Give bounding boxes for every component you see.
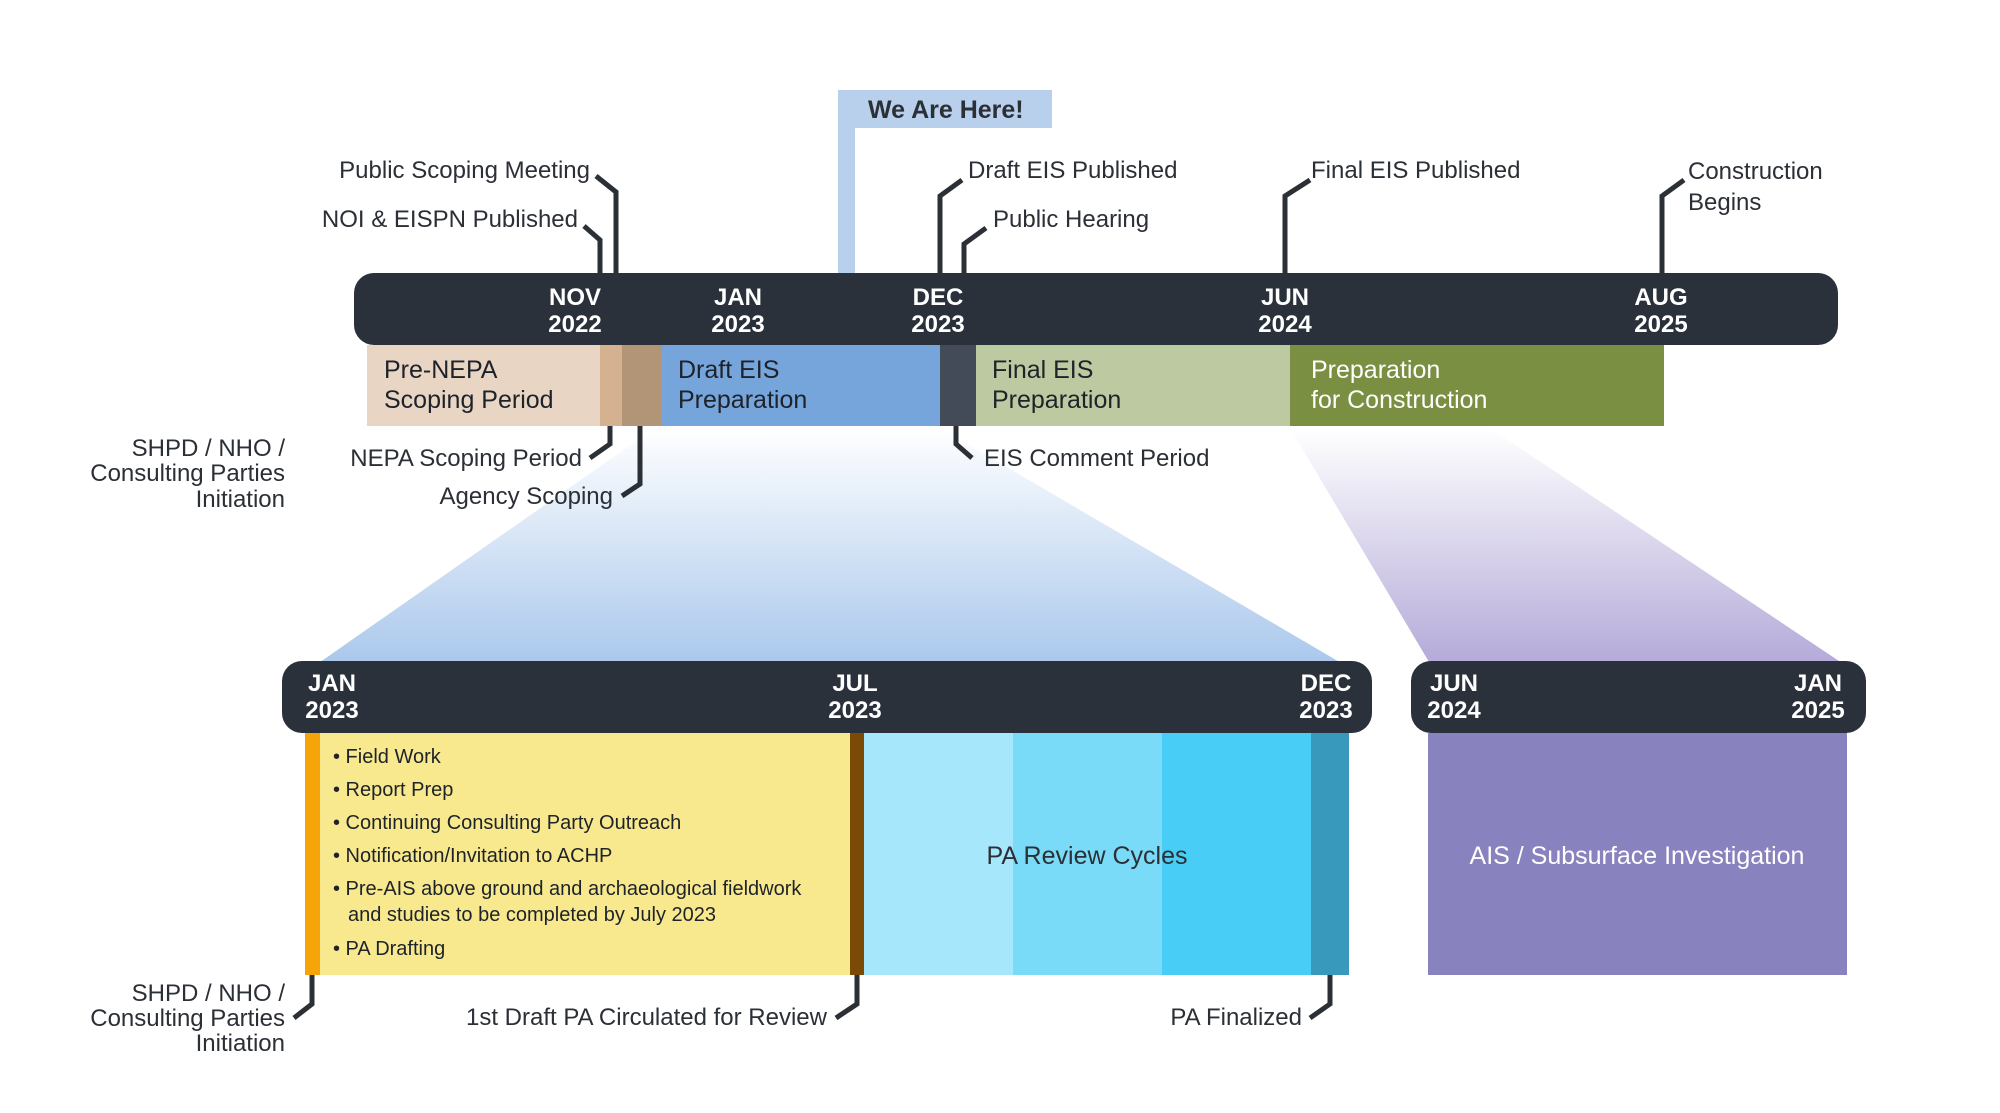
detail-prep-period xyxy=(320,733,850,975)
phase-eis-comment xyxy=(940,345,976,426)
tick-dec-month: DEC xyxy=(913,284,964,311)
leader-detail-shpd xyxy=(292,975,315,1020)
leader-final-eis xyxy=(1282,177,1312,276)
milestone-public-scoping-meeting: Public Scoping Meeting xyxy=(339,157,590,184)
phase-final-eis xyxy=(976,345,1290,426)
phase-construction-line1: Preparation xyxy=(1311,356,1440,384)
leader-nepa-scoping xyxy=(588,426,613,461)
detail-tick-dec-year: 2023 xyxy=(1299,697,1352,724)
phase-pre-nepa-line2: Scoping Period xyxy=(384,386,554,414)
milestone-public-hearing: Public Hearing xyxy=(993,206,1149,233)
tick-jan-month: JAN xyxy=(714,284,762,311)
shpd-top-line2: Consulting Parties xyxy=(90,460,285,487)
milestone-draft-eis-published: Draft EIS Published xyxy=(968,157,1177,184)
bullet-field-work: • Field Work xyxy=(333,746,442,768)
phase-draft-eis-line2: Preparation xyxy=(678,386,807,414)
bullet-pre-ais-2: and studies to be completed by July 2023 xyxy=(348,904,716,926)
leader-draft-eis xyxy=(937,177,964,276)
tick-aug-year: 2025 xyxy=(1634,311,1687,338)
detail-right-timeline-bar xyxy=(1411,661,1866,733)
detail-tick-jan-year: 2023 xyxy=(305,697,358,724)
bullet-pre-ais-1: • Pre-AIS above ground and archaeologica… xyxy=(333,878,802,900)
phase-draft-eis xyxy=(662,345,940,426)
zoom-projection-draft-eis xyxy=(313,428,1348,667)
review-cycle-2 xyxy=(1013,733,1162,975)
bullet-achp: • Notification/Invitation to ACHP xyxy=(333,845,612,867)
review-cycle-1 xyxy=(864,733,1013,975)
detail-tick-jul-month: JUL xyxy=(832,670,877,697)
review-cycle-3 xyxy=(1162,733,1311,975)
tick-jun-year: 2024 xyxy=(1258,311,1312,338)
shpd-top-line1: SHPD / NHO / xyxy=(132,435,286,462)
shpd-detail-line2: Consulting Parties xyxy=(90,1005,285,1032)
phase-agency-scoping xyxy=(622,345,662,426)
bullet-consulting-outreach: • Continuing Consulting Party Outreach xyxy=(333,812,681,834)
tick-jun-month: JUN xyxy=(1261,284,1309,311)
label-pa-finalized: PA Finalized xyxy=(1170,1004,1302,1031)
ais-subsurface-block xyxy=(1428,733,1847,975)
detail-tick-jun-month: JUN xyxy=(1430,670,1478,697)
detail-tick-jun-year: 2024 xyxy=(1427,697,1481,724)
tick-nov-month: NOV xyxy=(549,284,601,311)
detail-tick-dec-month: DEC xyxy=(1301,670,1352,697)
leader-eis-comment xyxy=(953,426,974,460)
label-eis-comment-period: EIS Comment Period xyxy=(984,445,1209,472)
milestone-noi-eispn: NOI & EISPN Published xyxy=(322,206,578,233)
detail-tick-jul-year: 2023 xyxy=(828,697,881,724)
leader-agency-scoping xyxy=(620,426,643,499)
tick-nov-year: 2022 xyxy=(548,311,601,338)
bullet-pa-drafting: • PA Drafting xyxy=(333,938,445,960)
tick-dec-year: 2023 xyxy=(911,311,964,338)
tick-aug-month: AUG xyxy=(1634,284,1687,311)
tick-jan-year: 2023 xyxy=(711,311,764,338)
leader-public-scoping-meeting xyxy=(594,174,619,276)
detail-first-draft-marker xyxy=(850,733,864,975)
shpd-detail-line1: SHPD / NHO / xyxy=(132,980,286,1007)
detail-tick-jan25-year: 2025 xyxy=(1791,697,1844,724)
detail-left-timeline-bar xyxy=(282,661,1372,733)
leader-construction xyxy=(1659,177,1686,276)
detail-shpd-marker xyxy=(305,733,320,975)
top-timeline-bar xyxy=(354,273,1838,345)
we-are-here-marker xyxy=(838,90,1052,278)
phase-pre-nepa xyxy=(367,345,600,426)
detail-tick-jan-month: JAN xyxy=(308,670,356,697)
shpd-top-line3: Initiation xyxy=(196,486,285,513)
milestone-construction-line1: Construction xyxy=(1688,158,1823,185)
leader-pa-finalized xyxy=(1308,975,1333,1021)
phase-construction-line2: for Construction xyxy=(1311,386,1487,414)
pa-finalized-period xyxy=(1311,733,1349,975)
phase-final-eis-line2: Preparation xyxy=(992,386,1121,414)
shpd-detail-line3: Initiation xyxy=(196,1030,285,1057)
leader-public-hearing xyxy=(961,225,988,276)
zoom-projection-construction xyxy=(1290,428,1848,667)
pa-review-cycles-label: PA Review Cycles xyxy=(987,842,1188,870)
we-are-here-label: We Are Here! xyxy=(868,96,1024,124)
ais-subsurface-label: AIS / Subsurface Investigation xyxy=(1470,842,1805,870)
leader-noi xyxy=(582,224,603,276)
milestone-final-eis-published: Final EIS Published xyxy=(1311,157,1520,184)
bullet-report-prep: • Report Prep xyxy=(333,779,453,801)
label-nepa-scoping-period: NEPA Scoping Period xyxy=(350,445,582,472)
phase-construction-prep xyxy=(1290,345,1664,426)
label-agency-scoping: Agency Scoping xyxy=(440,483,613,510)
milestone-construction-line2: Begins xyxy=(1688,189,1761,216)
leader-first-draft xyxy=(834,975,860,1021)
detail-tick-jan25-month: JAN xyxy=(1794,670,1842,697)
phase-draft-eis-line1: Draft EIS xyxy=(678,356,779,384)
label-first-draft-pa: 1st Draft PA Circulated for Review xyxy=(466,1004,828,1031)
phase-pre-nepa-line1: Pre-NEPA xyxy=(384,356,498,384)
phase-final-eis-line1: Final EIS xyxy=(992,356,1093,384)
phase-nepa-scoping xyxy=(600,345,622,426)
